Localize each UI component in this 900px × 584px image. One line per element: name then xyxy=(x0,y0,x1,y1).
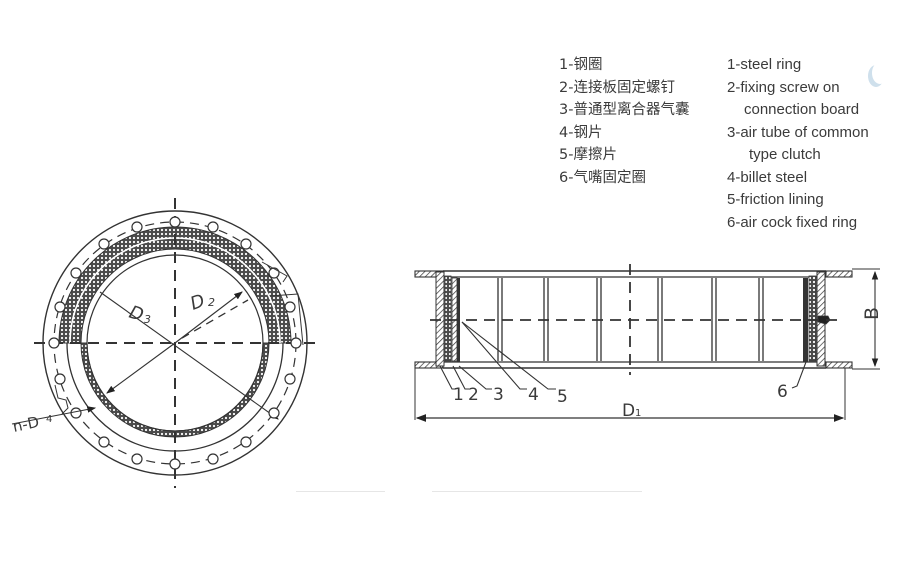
decorative-line-right xyxy=(432,491,642,492)
legend-en-item-2-cont: connection board xyxy=(744,101,860,118)
legend-cn-item-2: 2-连接板固定螺钉 xyxy=(559,79,675,96)
section-view xyxy=(414,264,880,422)
front-view xyxy=(11,198,316,488)
d2-dimension-line xyxy=(174,291,243,344)
label-b: B xyxy=(861,307,883,320)
label-nd4-sub: 4 xyxy=(46,414,52,425)
part-number-4: 4 xyxy=(528,385,539,405)
legend-en-item-3-cont: type clutch xyxy=(749,146,821,163)
legend-cn-item-1: 1-钢圈 xyxy=(559,57,603,73)
label-d2-sub: 2 xyxy=(208,296,215,309)
label-d1-sub: 1 xyxy=(635,408,641,419)
right-top-flange xyxy=(825,270,853,278)
legend-cn-item-4: 4-钢片 xyxy=(559,124,603,141)
legend-en-item-5: 5-friction lining xyxy=(727,191,824,208)
left-steel-ring xyxy=(435,271,445,367)
legend-en-item-4: 4-billet steel xyxy=(727,168,808,186)
label-d1: D xyxy=(622,401,635,421)
label-d3-sub: 3 xyxy=(144,313,151,326)
left-air-tube xyxy=(444,275,452,362)
legend-cn-item-6: 6-气嘴固定圈 xyxy=(559,169,646,186)
air-cock xyxy=(817,315,831,325)
nd4-leader xyxy=(11,406,97,425)
part-number-2: 2 xyxy=(468,385,479,405)
part-number-3: 3 xyxy=(493,385,504,405)
part-number-6: 6 xyxy=(777,382,788,402)
label-d2: D xyxy=(188,290,208,314)
part-number-1: 1 xyxy=(453,385,464,405)
part-number-5: 5 xyxy=(557,387,568,407)
legend-en-item-3: 3-air tube of common xyxy=(727,123,869,141)
right-air-tube xyxy=(808,275,817,362)
decorative-line-left xyxy=(296,491,385,492)
label-nd4: n-D xyxy=(11,413,41,436)
label-d3: D xyxy=(126,302,146,326)
legend-cn-item-3: 3-普通型离合器气囊 xyxy=(559,102,690,118)
bolt-holes xyxy=(48,216,302,470)
legend-english: 1-steel ring 2-fixing screw on connectio… xyxy=(727,54,869,234)
legend-en-item-6: 6-air cock fixed ring xyxy=(727,213,858,231)
part-leaders xyxy=(439,321,807,390)
legend-cn-item-5: 5-摩擦片 xyxy=(559,147,617,163)
right-bottom-flange xyxy=(825,361,853,369)
legend-en-item-1: 1-steel ring xyxy=(727,56,802,73)
legend-en-item-2: 2-fixing screw on xyxy=(727,78,840,96)
d3-dimension-line xyxy=(99,291,279,420)
legend-chinese: 1-钢圈 2-连接板固定螺钉 3-普通型离合器气囊 4-钢片 5-摩擦片 6-气… xyxy=(559,54,689,189)
